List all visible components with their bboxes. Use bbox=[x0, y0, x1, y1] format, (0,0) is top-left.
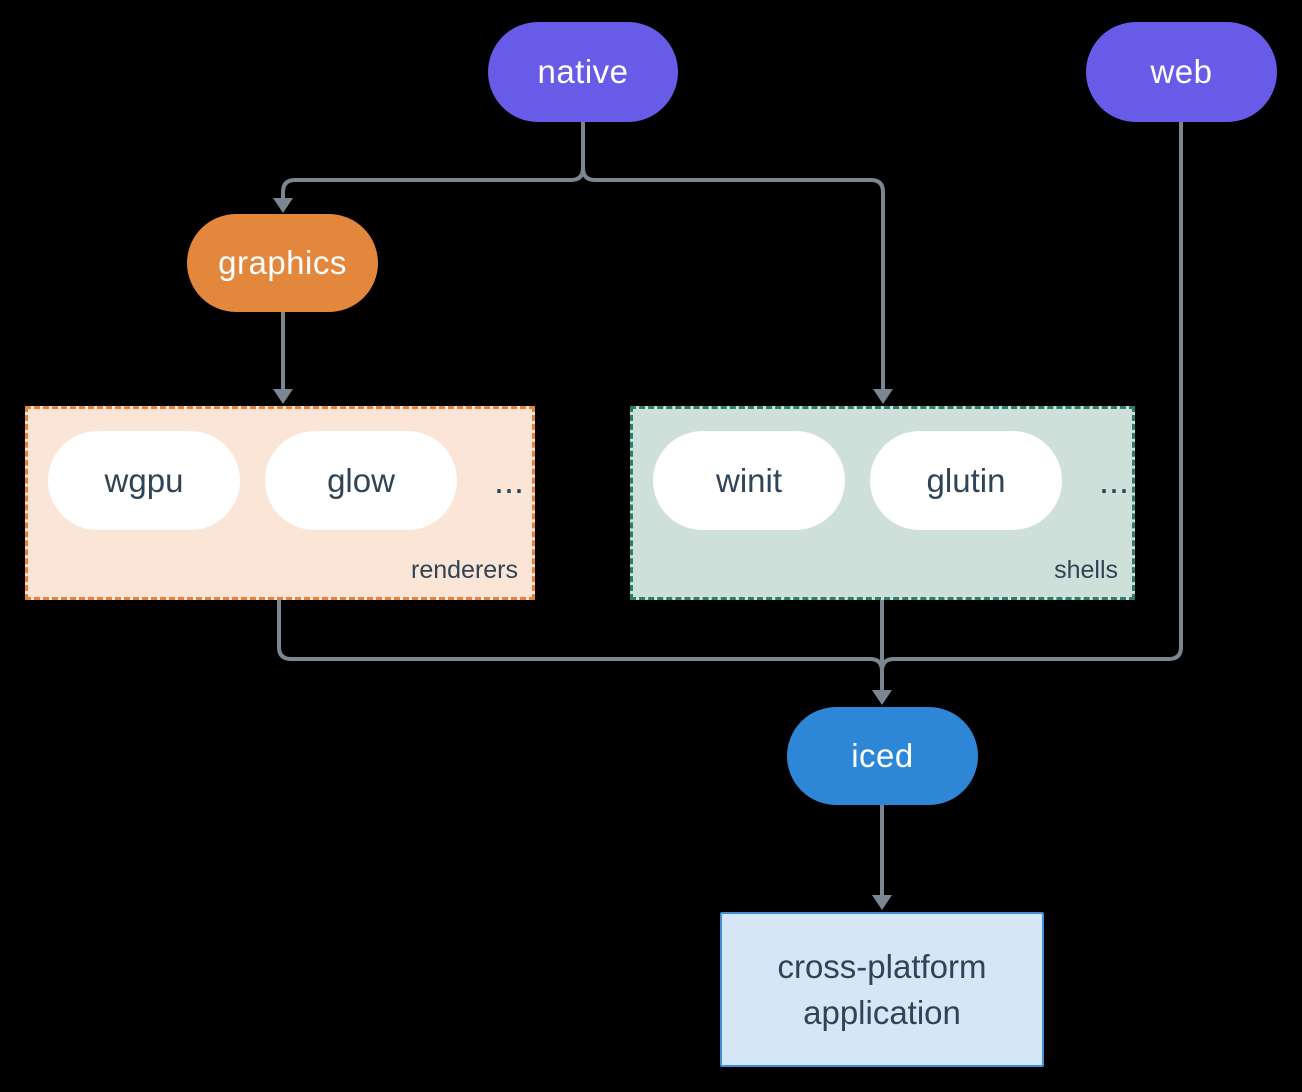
node-winit-label: winit bbox=[715, 461, 783, 499]
group-shells-label: shells bbox=[1054, 556, 1118, 584]
arrowhead-iced bbox=[872, 690, 892, 705]
node-winit: winit bbox=[653, 431, 845, 530]
arrowhead-renderers bbox=[273, 389, 293, 404]
arrowhead-shells bbox=[873, 389, 893, 404]
node-glow: glow bbox=[265, 431, 457, 530]
edge-renderers-merge bbox=[277, 600, 884, 672]
group-renderers-row: wgpu glow ... bbox=[48, 431, 524, 530]
node-application-line2: application bbox=[803, 993, 961, 1031]
arrowhead-application bbox=[872, 895, 892, 910]
shells-ellipsis: ... bbox=[1099, 460, 1130, 501]
node-glutin-label: glutin bbox=[926, 461, 1006, 499]
node-wgpu: wgpu bbox=[48, 431, 240, 530]
node-application: cross-platform application bbox=[720, 912, 1044, 1067]
node-wgpu-label: wgpu bbox=[104, 461, 184, 499]
group-shells-row: winit glutin ... bbox=[653, 431, 1129, 530]
edge-native-graphics bbox=[281, 178, 571, 198]
node-iced-label: iced bbox=[851, 737, 914, 774]
group-shells: winit glutin ... shells bbox=[630, 406, 1135, 600]
node-native-label: native bbox=[537, 53, 629, 90]
node-web: web bbox=[1086, 22, 1277, 122]
node-iced: iced bbox=[787, 707, 978, 805]
node-native: native bbox=[488, 22, 678, 122]
node-glutin: glutin bbox=[870, 431, 1062, 530]
renderers-ellipsis: ... bbox=[494, 460, 525, 501]
edge-native-stem bbox=[570, 122, 585, 182]
arrowhead-graphics bbox=[273, 198, 293, 213]
node-glow-label: glow bbox=[327, 461, 395, 499]
node-web-label: web bbox=[1150, 53, 1213, 90]
group-renderers-label: renderers bbox=[411, 556, 518, 584]
node-application-line1: cross-platform bbox=[777, 947, 987, 985]
node-graphics: graphics bbox=[187, 214, 378, 312]
edge-native-stem-fillet-right bbox=[581, 167, 596, 182]
edge-native-shells bbox=[595, 178, 885, 390]
node-graphics-label: graphics bbox=[218, 244, 347, 281]
group-renderers: wgpu glow ... renderers bbox=[25, 406, 535, 600]
